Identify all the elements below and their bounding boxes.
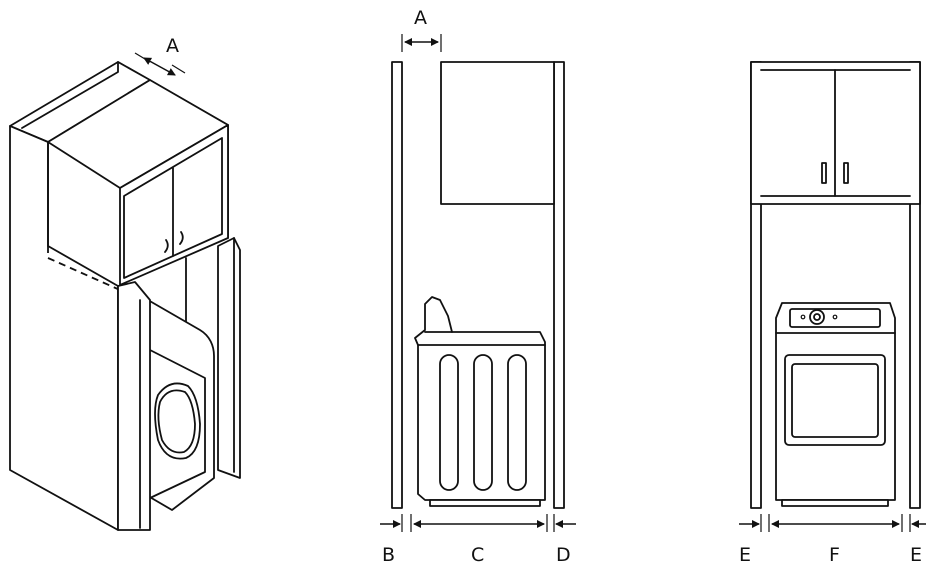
closet-right-panel bbox=[217, 237, 241, 479]
side-elevation-view: A B C D bbox=[380, 7, 576, 566]
dryer-front bbox=[775, 302, 896, 501]
cabinet-handle-right bbox=[179, 231, 184, 245]
dryer-base bbox=[781, 499, 889, 507]
cabinet-handle-left-front bbox=[821, 162, 827, 184]
dryer-control-panel bbox=[789, 308, 881, 328]
cabinet-handle-right-front bbox=[843, 162, 849, 184]
dryer-isometric bbox=[147, 299, 215, 511]
upper-cabinet-front bbox=[119, 124, 229, 286]
dryer-side bbox=[414, 296, 546, 501]
label-e-right: E bbox=[910, 544, 922, 566]
label-f: F bbox=[829, 544, 840, 566]
dryer-knob bbox=[809, 309, 825, 325]
cabinet-handle-left bbox=[164, 239, 169, 253]
front-elevation-view: E F E bbox=[739, 61, 926, 566]
label-c: C bbox=[471, 544, 484, 566]
dryer-rib-1 bbox=[439, 354, 459, 491]
dryer-door-window bbox=[791, 363, 879, 438]
closet-left-panel bbox=[9, 125, 119, 531]
side-upper-cabinet bbox=[440, 61, 555, 205]
side-left-wall bbox=[391, 61, 403, 509]
side-right-wall bbox=[553, 61, 565, 509]
label-e-left: E bbox=[739, 544, 751, 566]
dryer-rib-3 bbox=[507, 354, 527, 491]
closet-left-door bbox=[117, 281, 151, 531]
dryer-rib-2 bbox=[473, 354, 493, 491]
label-d: D bbox=[556, 544, 571, 566]
dryer-foot bbox=[429, 499, 541, 507]
hidden-edge bbox=[47, 246, 121, 291]
label-a-iso: A bbox=[166, 35, 179, 57]
label-b: B bbox=[382, 544, 395, 566]
isometric-closet-view: A bbox=[9, 35, 241, 531]
label-a-side: A bbox=[414, 7, 427, 29]
dryer-door-frame bbox=[784, 354, 886, 446]
